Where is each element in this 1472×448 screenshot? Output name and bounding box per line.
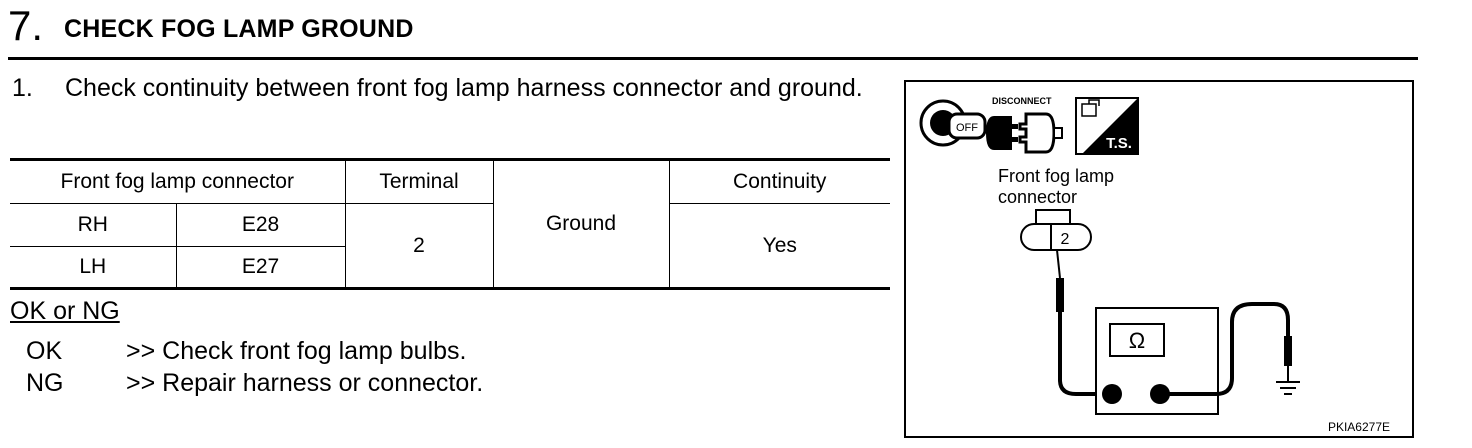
ok-label: OK [26,337,63,365]
ts-icon: T.S. [1075,97,1139,155]
ok-text: >> Check front fog lamp bulbs. [126,337,467,365]
header-continuity: Continuity [668,158,890,205]
instruction-text: Check continuity between front fog lamp … [65,74,863,102]
connector-label: Front fog lamp connector [998,166,1114,208]
terminal-number: 2 [1061,231,1070,248]
black-probe [1160,302,1292,396]
cell-connector: E28 [175,203,346,247]
connector-label-line1: Front fog lamp [998,166,1115,186]
connector-label-line2: connector [998,187,1078,207]
cell-terminal: 2 [344,203,494,289]
fog-lamp-connector: 2 [1020,209,1092,251]
cell-connector: E27 [175,245,345,290]
continuity-table: Front fog lamp connector Terminal Ground… [10,158,890,290]
table-row: LH E27 [10,245,890,290]
cell-continuity: Yes [668,203,890,289]
ohmmeter: Ω [1095,307,1219,415]
ignition-off-text: OFF [956,122,978,134]
step-header: 7. CHECK FOG LAMP GROUND [8,2,1418,58]
instruction-number: 1. [12,74,33,102]
header-terminal: Terminal [344,158,494,205]
circuit-diagram: OFF DISCONNECT T.S. 2 [919,96,1300,415]
figure-code: PKIA6277E [1327,420,1390,434]
ts-text: T.S. [1106,135,1132,152]
circuit-figure: OFF DISCONNECT T.S. 2 [904,80,1414,438]
ng-label: NG [26,369,64,397]
cell-side: RH [10,203,177,247]
ohm-symbol: Ω [1129,328,1145,353]
disconnect-text: DISCONNECT [992,96,1052,106]
step-number: 7. [8,2,44,49]
step-title: CHECK FOG LAMP GROUND [64,15,414,43]
table-row: RH E28 2 Yes [10,203,890,289]
cell-ground: Ground [492,159,670,289]
cell-side: LH [10,245,177,290]
header-divider [8,57,1418,60]
disconnect-connector-icon: DISCONNECT [986,96,1063,154]
table-header-row: Front fog lamp connector Terminal Ground… [10,158,890,289]
result-title: OK or NG [10,297,120,325]
ng-text: >> Repair harness or connector. [126,369,484,397]
red-probe [1056,249,1112,396]
ground-symbol-icon [1276,381,1300,395]
ignition-off-icon: OFF [919,99,987,147]
header-connector: Front fog lamp connector [10,158,346,205]
